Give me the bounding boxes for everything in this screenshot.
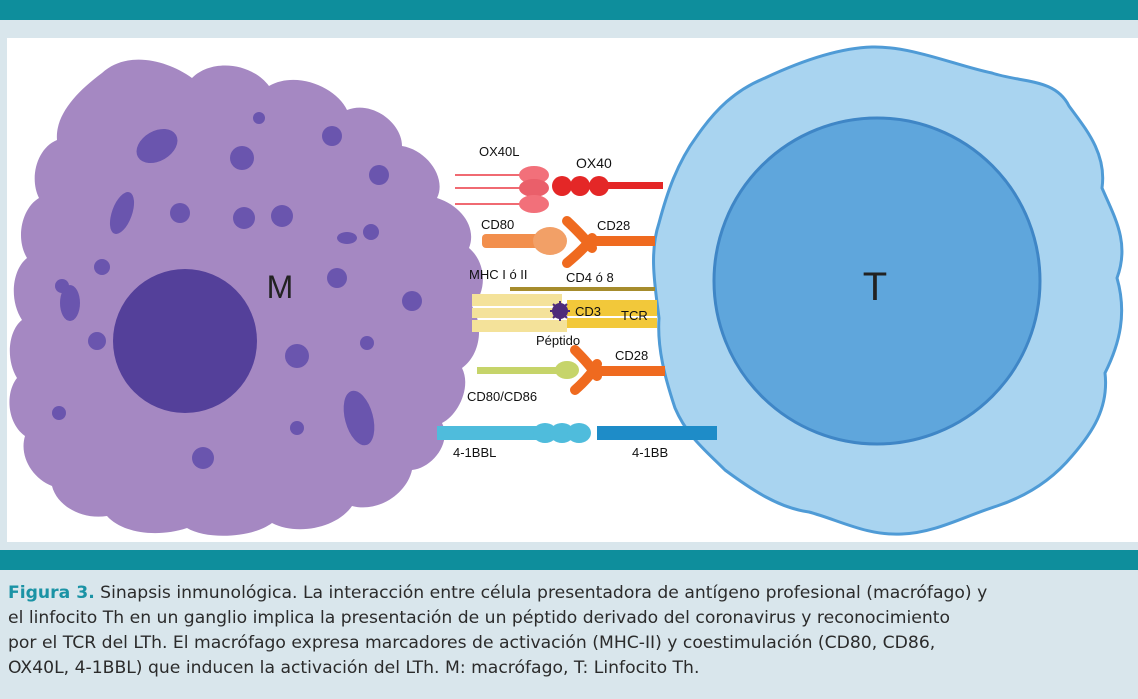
cd4-label: CD4 ó 8 (566, 270, 614, 285)
caption-line-1: Figura 3. Sinapsis inmunológica. La inte… (8, 581, 1136, 606)
mhc-tcr-complex: MHC I ó II CD4 ó 8 CD3 TCR Péptido (469, 267, 657, 348)
t-lymphocyte: T (652, 45, 1124, 536)
granule (230, 146, 254, 170)
figure-caption: Figura 3. Sinapsis inmunológica. La inte… (8, 581, 1136, 681)
macrophage: M (9, 59, 483, 536)
caption-line-4: OX40L, 4-1BBL) que inducen la activación… (8, 658, 700, 678)
figure-panel: T (7, 38, 1138, 542)
granule (52, 406, 66, 420)
tcr-label: TCR (621, 308, 648, 323)
granule (285, 344, 309, 368)
granule (402, 291, 422, 311)
caption-text-1: Sinapsis inmunológica. La interacción en… (94, 583, 988, 603)
bbl-label: 4-1BBL (453, 445, 496, 460)
granule (343, 390, 375, 446)
macrophage-nucleus (113, 269, 257, 413)
t-cell-nucleus (712, 116, 1042, 446)
bottom-light-strip (0, 542, 1138, 550)
ox40-pair: OX40L OX40 (455, 144, 663, 213)
granule (322, 126, 342, 146)
caption-line-3: por el TCR del LTh. El macrófago expresa… (8, 633, 936, 653)
cd3-label: CD3 (575, 304, 601, 319)
granule (60, 285, 80, 321)
granule (290, 421, 304, 435)
granule (192, 447, 214, 469)
granule (170, 203, 190, 223)
granule (271, 205, 293, 227)
caption-label: Figura 3. (8, 583, 95, 603)
peptido-label: Péptido (536, 333, 580, 348)
ox40-label: OX40 (576, 155, 612, 171)
granule (88, 332, 106, 350)
granule (369, 165, 389, 185)
granule (253, 112, 265, 124)
granule (337, 232, 357, 244)
41bb-pair: 4-1BBL 4-1BB (437, 423, 717, 460)
granule (327, 268, 347, 288)
cd80-cd28-pair: CD80 CD28 (481, 216, 655, 268)
top-teal-bar (0, 0, 1138, 20)
cd28-bottom-label: CD28 (615, 348, 648, 363)
cd86-cd28-pair: CD28 CD80/CD86 (467, 345, 665, 404)
granule (233, 207, 255, 229)
synapse-diagram: T (9, 45, 1124, 536)
caption-line-2: el linfocito Th en un ganglio implica la… (8, 608, 951, 628)
granule (136, 128, 178, 164)
granule (363, 224, 379, 240)
granule (94, 259, 110, 275)
t-cell-letter: T (863, 265, 887, 309)
ox40l-label: OX40L (479, 144, 519, 159)
top-light-strip (0, 20, 1138, 38)
macrophage-letter: M (267, 269, 294, 305)
cd80-label: CD80 (481, 217, 514, 232)
bottom-teal-bar (0, 550, 1138, 570)
cd28-top-label: CD28 (597, 218, 630, 233)
bb-label: 4-1BB (632, 445, 668, 460)
cd80cd86-label: CD80/CD86 (467, 389, 537, 404)
mhc-label: MHC I ó II (469, 267, 528, 282)
granule (360, 336, 374, 350)
granule (109, 192, 135, 234)
